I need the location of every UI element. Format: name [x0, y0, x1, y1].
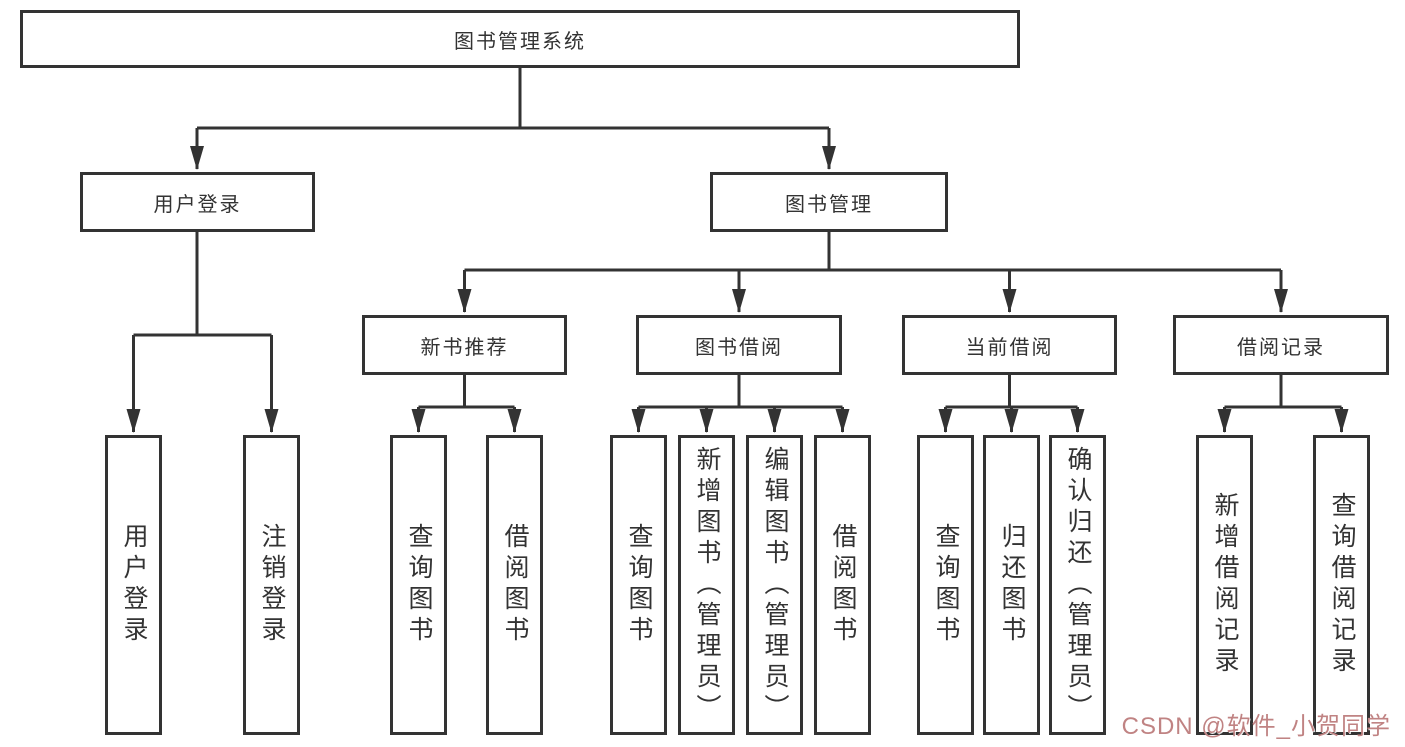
node-current-borrow: 当前借阅: [902, 315, 1117, 375]
leaf-borrow-books-recommend: 借阅图书: [486, 435, 543, 735]
node-book-management: 图书管理: [710, 172, 948, 232]
leaf-confirm-return-admin: 确认归还（管理员）: [1049, 435, 1106, 735]
leaf-query-borrow-record: 查询借阅记录: [1313, 435, 1370, 735]
leaf-return-books: 归还图书: [983, 435, 1040, 735]
leaf-user-login: 用户登录: [105, 435, 162, 735]
leaf-add-books-admin: 新增图书（管理员）: [678, 435, 735, 735]
leaf-logout: 注销登录: [243, 435, 300, 735]
leaf-query-books-borrow: 查询图书: [610, 435, 667, 735]
node-user-login: 用户登录: [80, 172, 315, 232]
node-library-system: 图书管理系统: [20, 10, 1020, 68]
node-book-borrow: 图书借阅: [636, 315, 842, 375]
node-new-book-recommend: 新书推荐: [362, 315, 567, 375]
leaf-borrow-books: 借阅图书: [814, 435, 871, 735]
leaf-query-books-recommend: 查询图书: [390, 435, 447, 735]
leaf-add-borrow-record: 新增借阅记录: [1196, 435, 1253, 735]
leaf-edit-books-admin: 编辑图书（管理员）: [746, 435, 803, 735]
node-borrow-records: 借阅记录: [1173, 315, 1389, 375]
leaf-query-books-current: 查询图书: [917, 435, 974, 735]
watermark: CSDN @软件_小贺同学: [1121, 713, 1391, 740]
